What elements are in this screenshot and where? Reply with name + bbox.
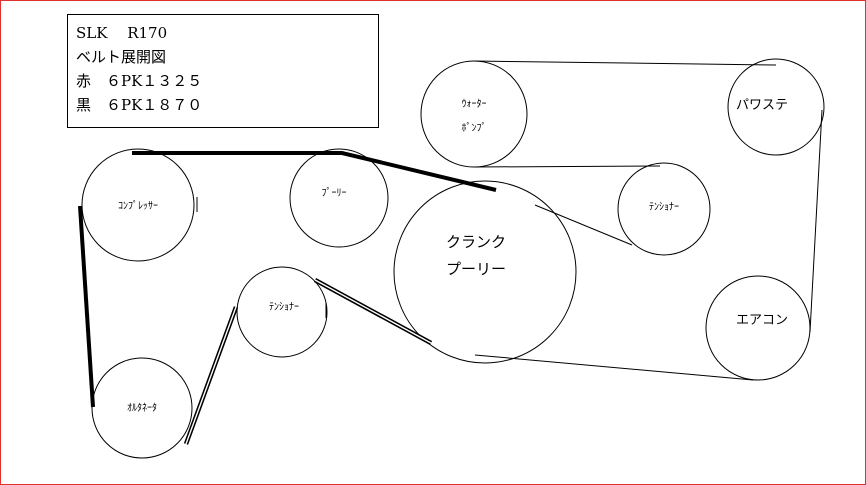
thick-belt-upper [132,151,497,192]
thin-belt [473,60,823,381]
power-steering-label: パワステ [736,98,788,113]
lower-tensioner-pulley [236,266,328,358]
alternator-pulley [91,357,193,459]
black-belt-spec: 黒 ６PK１８７０ [76,96,203,114]
thick-belt-left [78,205,95,408]
thin-belt-segment [473,165,661,168]
lower-tensioner-label: ﾃﾝｼｮﾅｰ [269,301,299,313]
alternator-label: ｵﾙﾀﾈｰﾀ [127,402,157,414]
thick-belt [78,151,497,445]
air-con-label: エアコン [736,313,788,328]
red-belt-spec: 赤 ６PK１３２５ [76,72,203,90]
thin-belt-segment [473,60,777,66]
thin-belt-segment [474,354,754,381]
diagram-title: ベルト展開図 [76,48,167,66]
thin-belt-segment [534,204,633,246]
compressor-label: ｺﾝﾌﾟﾚｯｻｰ [118,200,158,212]
idler-pulley [289,148,389,248]
water-pump-label-2: ﾎﾟﾝﾌﾟ [462,122,487,134]
air-con-pulley [705,275,811,381]
thick-belt-alternator-inner [185,306,237,445]
info-box: SLK R170 ベルト展開図 赤 ６PK１３２５ 黒 ６PK１８７０ [67,14,379,128]
water-pump-pulley [420,60,528,168]
water-pump-label-1: ｳｫｰﾀｰ [462,98,487,110]
upper-tensioner-pulley [617,162,711,256]
model-text: SLK R170 [76,24,168,42]
compressor-pulley [81,148,195,262]
upper-tensioner-label: ﾃﾝｼｮﾅｰ [649,201,679,213]
power-steering-pulley [727,58,825,156]
idler-label: ﾌﾟｰﾘｰ [322,187,347,199]
thick-belt-lower-tensioner-inner [314,279,432,344]
crank-pulley [393,180,577,364]
thin-belt-segment [809,109,823,333]
crank-label-1: クランク [446,233,506,251]
crank-label-2: プーリー [446,260,506,278]
